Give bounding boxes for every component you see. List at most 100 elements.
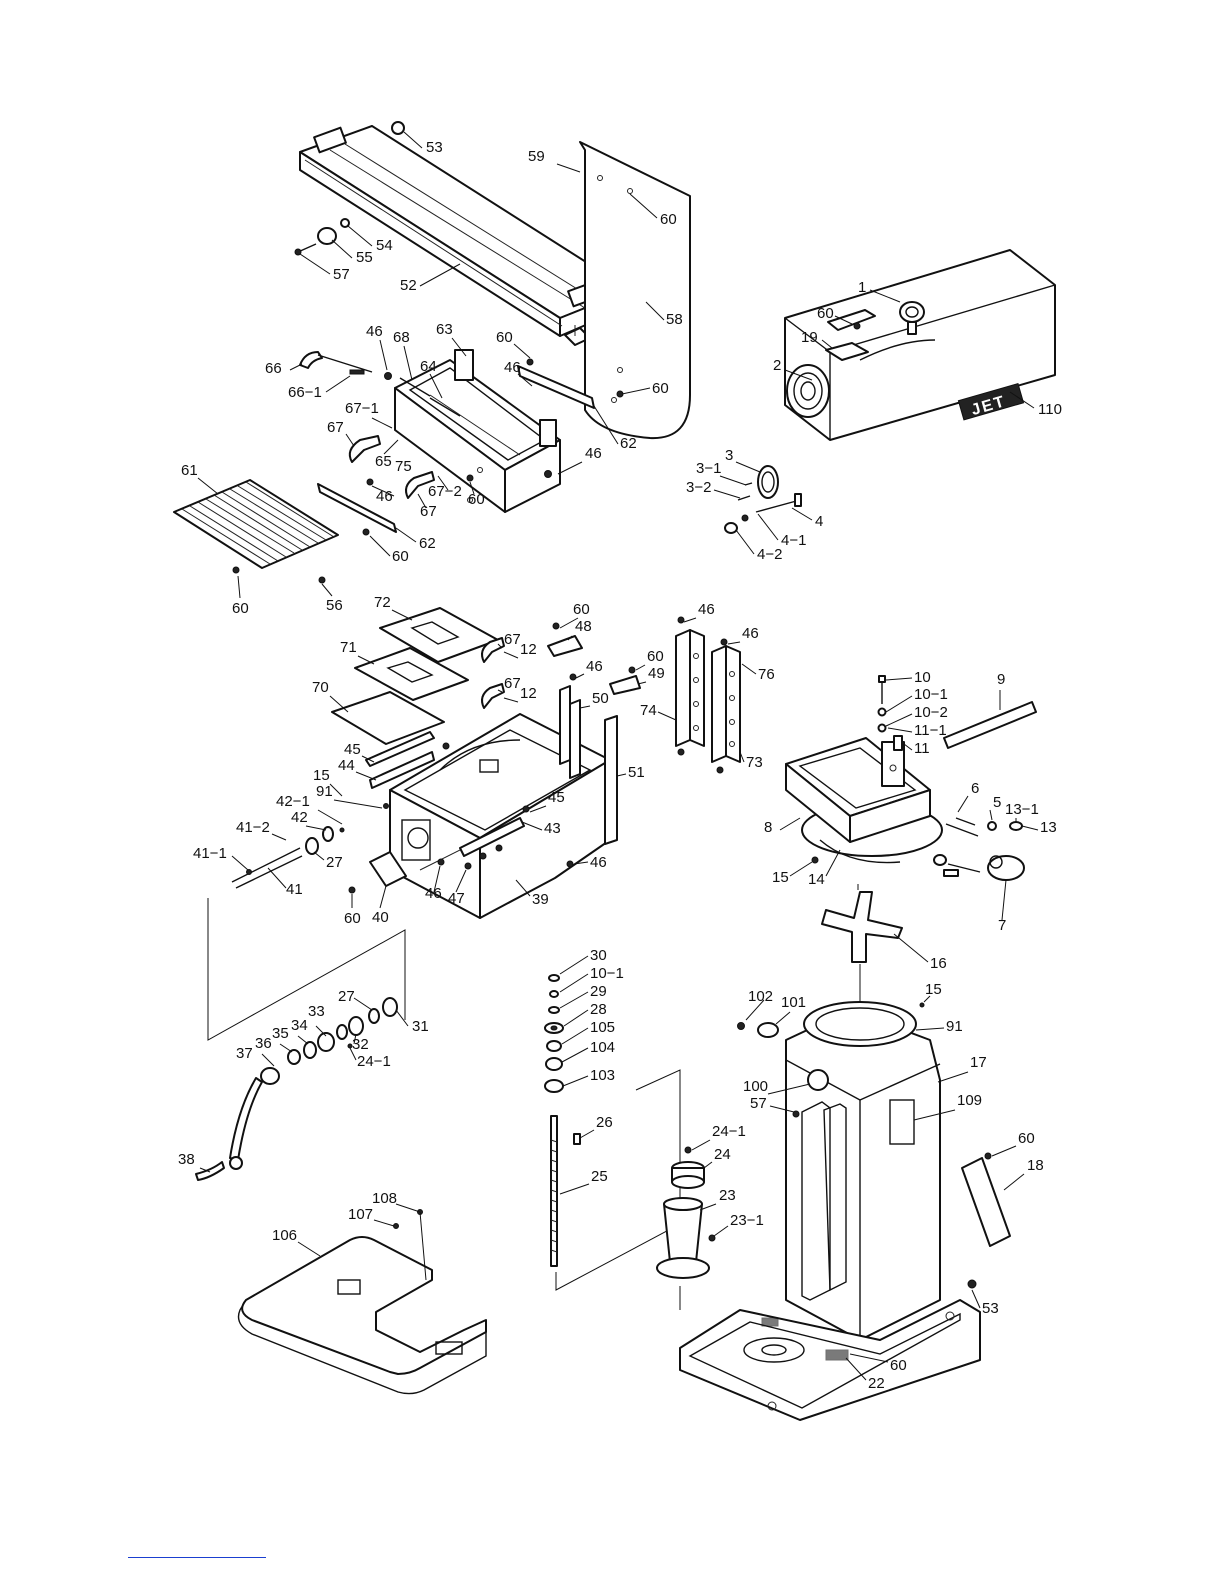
lever-67-d: [481, 683, 505, 709]
callout-67-1: 67−1: [345, 400, 379, 417]
gib-45: [365, 731, 435, 767]
callout-24-1b: 24−1: [712, 1123, 746, 1140]
callout-46i: 46: [425, 885, 442, 902]
gear-3: [737, 465, 779, 501]
callout-40: 40: [372, 909, 389, 926]
knob-53: [391, 121, 405, 135]
callout-110: 110: [1038, 401, 1062, 418]
ring-14: [819, 839, 901, 864]
callout-76: 76: [758, 666, 775, 683]
column-17: [785, 1001, 941, 1341]
collar-42: [322, 826, 334, 842]
base-22: [679, 1299, 981, 1421]
callout-46c: 46: [585, 445, 602, 462]
callout-3-1: 3−1: [696, 460, 721, 477]
callout-60g: 60: [232, 600, 249, 617]
callout-27a: 27: [326, 854, 343, 871]
callout-7: 7: [998, 917, 1006, 934]
head-housing-2: [784, 249, 1056, 441]
callout-56: 56: [326, 597, 343, 614]
lever-67-b: [405, 471, 435, 499]
callout-42-1: 42−1: [276, 793, 310, 810]
bearing-27-a: [305, 837, 319, 855]
callout-100: 100: [743, 1078, 768, 1095]
leader-lines: [197, 131, 1039, 1381]
callout-23: 23: [719, 1187, 736, 1204]
gib-51: [604, 715, 618, 845]
callout-41-1: 41−1: [193, 845, 227, 862]
callout-47: 47: [448, 890, 465, 907]
gib-9: [943, 701, 1037, 749]
plate-19: [825, 342, 869, 361]
callout-58: 58: [666, 311, 683, 328]
way-cover-61: [173, 479, 339, 569]
callout-60k: 60: [1018, 1130, 1035, 1147]
callout-2: 2: [773, 357, 781, 374]
callout-24: 24: [714, 1146, 731, 1163]
cover-101: [757, 1022, 779, 1038]
callout-14: 14: [808, 871, 825, 888]
table-part-52: [299, 125, 631, 346]
callout-70: 70: [312, 679, 329, 696]
callout-67d: 67: [504, 675, 521, 692]
callout-6: 6: [971, 780, 979, 797]
callout-67b: 67: [420, 503, 437, 520]
eye-bolt-1: [899, 301, 925, 335]
cover-70: [331, 691, 445, 745]
callout-46f: 46: [742, 625, 759, 642]
callout-46d: 46: [376, 488, 393, 505]
callout-62a: 62: [620, 435, 637, 452]
callout-30: 30: [590, 947, 607, 964]
callout-41: 41: [286, 881, 303, 898]
callout-60a: 60: [660, 211, 677, 228]
callout-4: 4: [815, 513, 823, 530]
callout-109: 109: [957, 1092, 982, 1109]
callout-60e: 60: [468, 491, 485, 508]
callout-11: 11: [914, 740, 930, 757]
elevating-screw-stack: [544, 974, 564, 1093]
screw-25: [550, 1115, 581, 1267]
callout-10-1b: 10−1: [590, 965, 624, 982]
callout-31: 31: [412, 1018, 429, 1035]
callout-103: 103: [590, 1067, 615, 1084]
callout-59: 59: [528, 148, 545, 165]
callout-73: 73: [746, 754, 763, 771]
callout-53a: 53: [426, 139, 443, 156]
callout-52: 52: [400, 277, 417, 294]
callout-42: 42: [291, 809, 308, 826]
bearing-group-54-55-57: [294, 218, 350, 256]
callout-104: 104: [590, 1039, 615, 1056]
callout-1: 1: [858, 279, 866, 296]
handwheel-hardware: [287, 997, 398, 1065]
callout-18: 18: [1027, 1157, 1044, 1174]
callout-68: 68: [393, 329, 410, 346]
callout-13: 13: [1040, 819, 1057, 836]
screw-60: [853, 322, 861, 330]
callout-64: 64: [420, 358, 437, 375]
callout-60l: 60: [890, 1357, 907, 1374]
callout-25: 25: [591, 1168, 608, 1185]
callout-22: 22: [868, 1375, 885, 1392]
callout-45b: 45: [548, 789, 565, 806]
callout-29: 29: [590, 983, 607, 1000]
callout-32: 32: [352, 1036, 369, 1053]
callout-46h: 46: [590, 854, 607, 871]
callout-15a: 15: [313, 767, 330, 784]
callout-60c: 60: [496, 329, 513, 346]
clamp-48: [547, 635, 583, 657]
callout-49: 49: [648, 665, 665, 682]
callout-8: 8: [764, 819, 772, 836]
callout-60b: 60: [817, 305, 834, 322]
crank-handle-38: [195, 1067, 280, 1181]
gib-62-b: [317, 483, 397, 533]
callout-3-2: 3−2: [686, 479, 711, 496]
bracket-23: [656, 1197, 716, 1279]
callout-51: 51: [628, 764, 645, 781]
callout-34: 34: [291, 1017, 308, 1034]
lever-66: [299, 351, 373, 375]
footer-link-rule: [128, 1557, 266, 1558]
callout-33: 33: [308, 1003, 325, 1020]
callout-106: 106: [272, 1227, 297, 1244]
callout-3: 3: [725, 447, 733, 464]
